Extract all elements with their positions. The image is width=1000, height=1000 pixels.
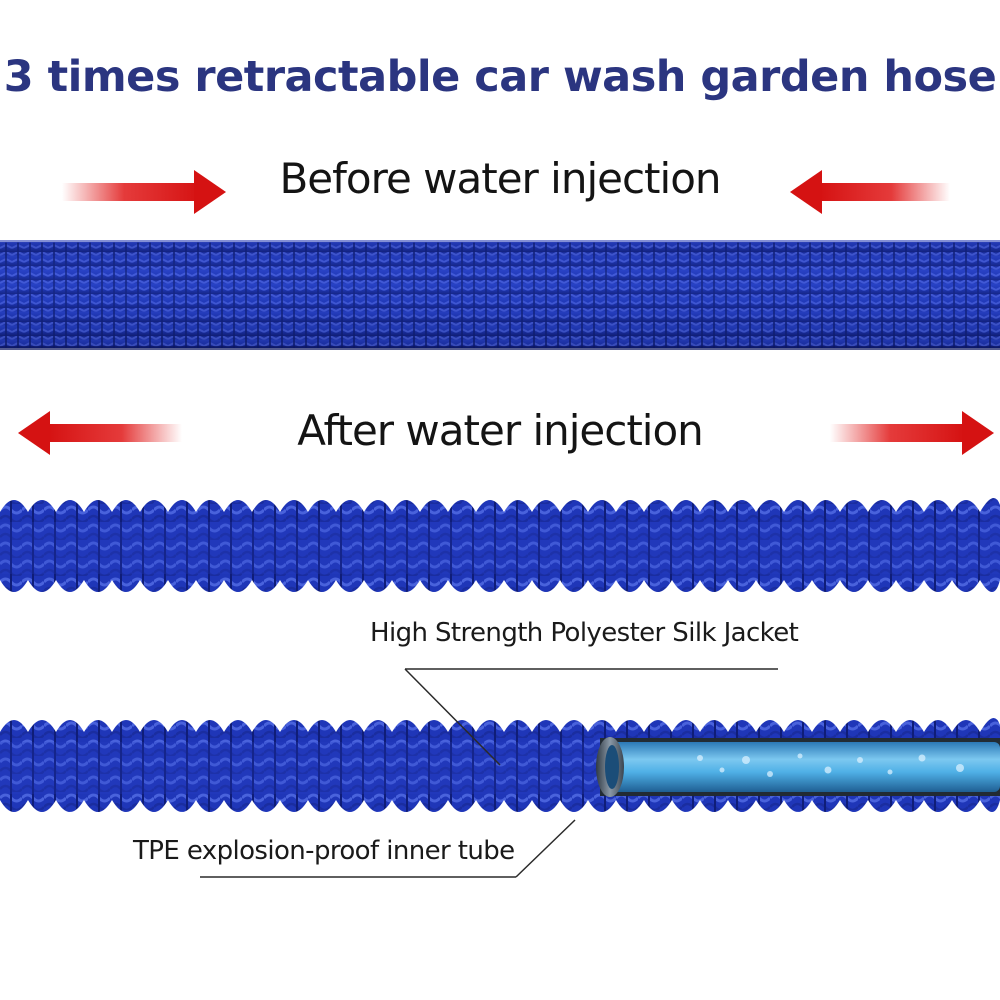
before-left-arrow-icon (62, 170, 226, 214)
callout-leader-tube (200, 819, 576, 878)
callout-leader-jacket (404, 668, 778, 766)
after-left-arrow-icon (18, 411, 182, 455)
page-title: 3 times retractable car wash garden hose (3, 52, 997, 102)
before-injection-label: Before water injection (279, 154, 721, 203)
after-injection-label: After water injection (297, 406, 704, 455)
jacket-callout-label: High Strength Polyester Silk Jacket (370, 618, 799, 648)
before-right-arrow-icon (790, 170, 950, 214)
hose-after-injection (0, 497, 1000, 592)
inner-tube-callout-label: TPE explosion-proof inner tube (133, 836, 515, 866)
hose-before-injection (0, 240, 1000, 350)
inner-tube (596, 737, 1000, 797)
after-right-arrow-icon (830, 411, 994, 455)
